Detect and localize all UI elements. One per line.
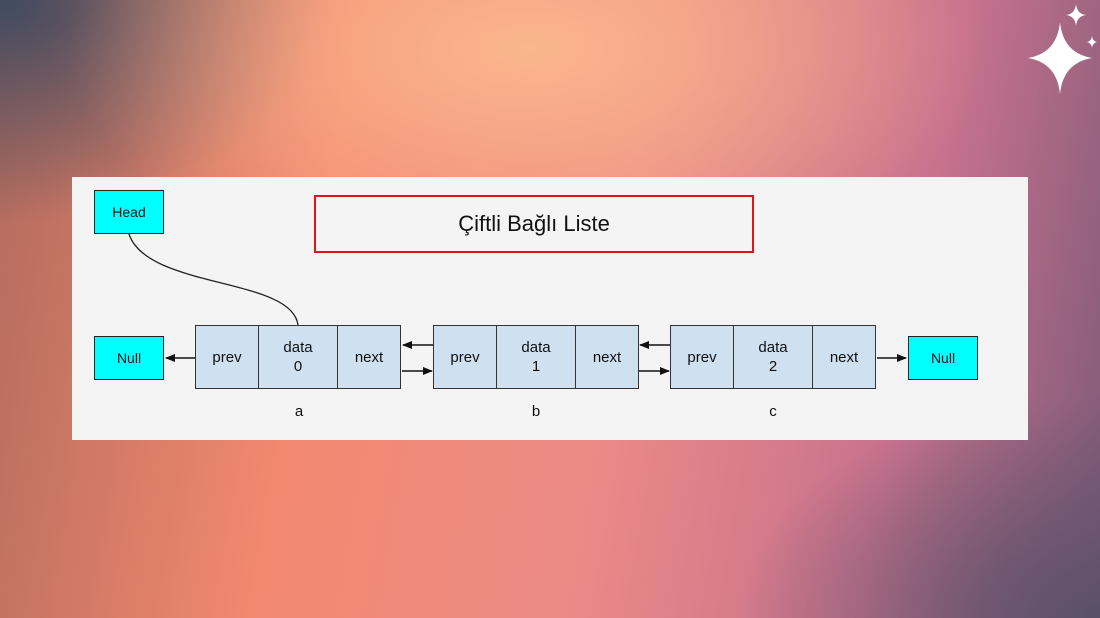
head-connector [128,233,299,326]
node-a-next: next [338,325,401,389]
sparkle-icon [1028,4,1097,94]
node-c-prev: prev [670,325,734,389]
connector-layer [128,233,907,375]
diagram-title: Çiftli Bağlı Liste [314,195,754,253]
node-b-next: next [576,325,639,389]
head-box: Head [94,190,164,234]
node-a-label: a [294,403,304,420]
node-b-prev: prev [433,325,497,389]
node-a-prev: prev [195,325,259,389]
diagram-panel: Çiftli Bağlı Liste Head Null Null prev d… [72,177,1028,440]
node-c-label: c [769,403,777,420]
null-left-box: Null [94,336,164,380]
node-c-next: next [813,325,876,389]
null-right-box: Null [908,336,978,380]
node-b-label: b [531,403,541,420]
